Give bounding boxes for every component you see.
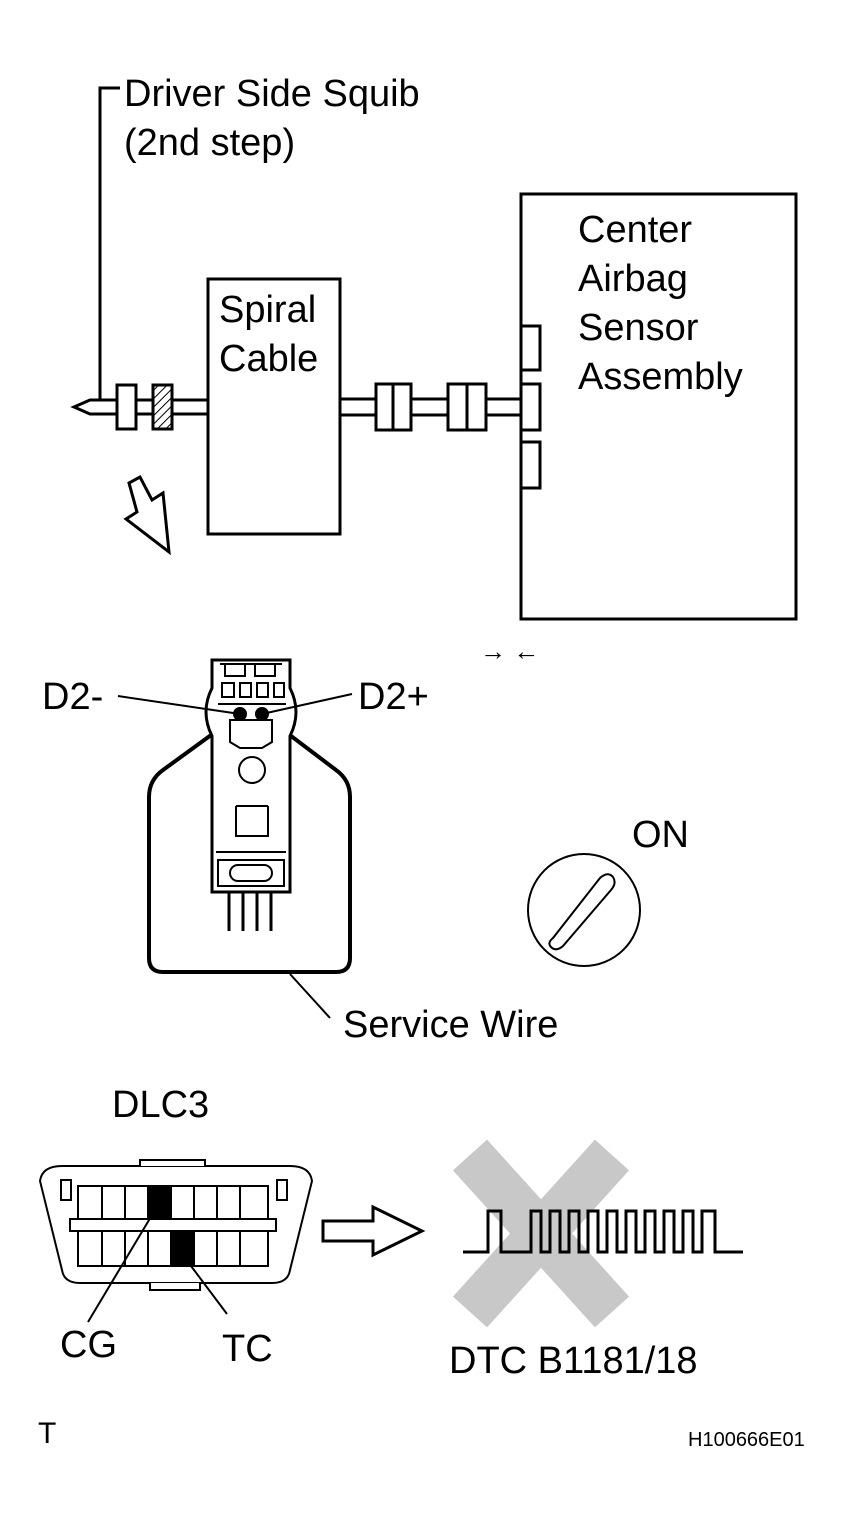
service-wire-label: Service Wire xyxy=(343,1004,559,1046)
center-airbag-sensor-label: Center Airbag Sensor Assembly xyxy=(578,206,743,402)
terminal-leader-lines xyxy=(117,693,353,715)
spiral-cable-line1: Spiral xyxy=(219,289,317,331)
cg-label: CG xyxy=(60,1324,117,1366)
dlc3-leader-lines xyxy=(87,1204,228,1323)
ignition-key-switch-icon xyxy=(527,853,641,967)
hollow-arrow-right-icon xyxy=(321,1204,426,1258)
figure-id: H100666E01 xyxy=(688,1429,805,1451)
squib-wire-end xyxy=(70,398,118,416)
squib-connector-plain xyxy=(115,383,138,431)
service-wire-leader xyxy=(289,973,331,1019)
d2-plus-label: D2+ xyxy=(358,676,429,718)
service-wire-loop xyxy=(147,712,352,974)
tc-label: TC xyxy=(222,1328,273,1370)
dtc-code-label: DTC B1181/18 xyxy=(449,1340,698,1382)
connector-arrows-label: → ← xyxy=(480,636,540,666)
corner-mark: T xyxy=(38,1417,57,1450)
center-airbag-line4: Assembly xyxy=(578,356,743,398)
hollow-arrow-down-icon xyxy=(123,474,171,556)
squib-leader-line xyxy=(98,86,120,400)
connector-pair-1 xyxy=(374,382,413,432)
spiral-cable-line2: Cable xyxy=(219,338,319,380)
airbag-sensor-ports xyxy=(519,324,542,490)
d2-minus-label: D2- xyxy=(42,676,104,718)
squib-connector-plug-icon xyxy=(204,658,298,894)
pulse-waveform-icon xyxy=(463,1209,743,1254)
tc-terminal xyxy=(171,1231,194,1266)
driver-side-squib-line1: Driver Side Squib xyxy=(124,73,420,115)
center-airbag-line3: Sensor xyxy=(578,307,699,349)
spiral-to-airbag-wire xyxy=(340,397,521,417)
dlc3-label: DLC3 xyxy=(112,1084,210,1126)
driver-side-squib-line2: (2nd step) xyxy=(124,122,296,164)
driver-side-squib-label: Driver Side Squib (2nd step) xyxy=(124,70,420,168)
spiral-cable-box xyxy=(206,277,342,536)
ignition-on-label: ON xyxy=(632,814,689,856)
connector-pins xyxy=(227,892,273,931)
squib-to-spiral-wire xyxy=(136,398,208,416)
center-airbag-line1: Center xyxy=(578,209,693,251)
obd-dlc3-connector-icon xyxy=(38,1159,314,1291)
squib-connector-hatched xyxy=(151,383,174,431)
connector-pair-2 xyxy=(446,382,488,432)
center-airbag-sensor-box xyxy=(519,192,798,621)
spiral-cable-label: Spiral Cable xyxy=(219,286,318,384)
center-airbag-line2: Airbag xyxy=(578,258,688,300)
